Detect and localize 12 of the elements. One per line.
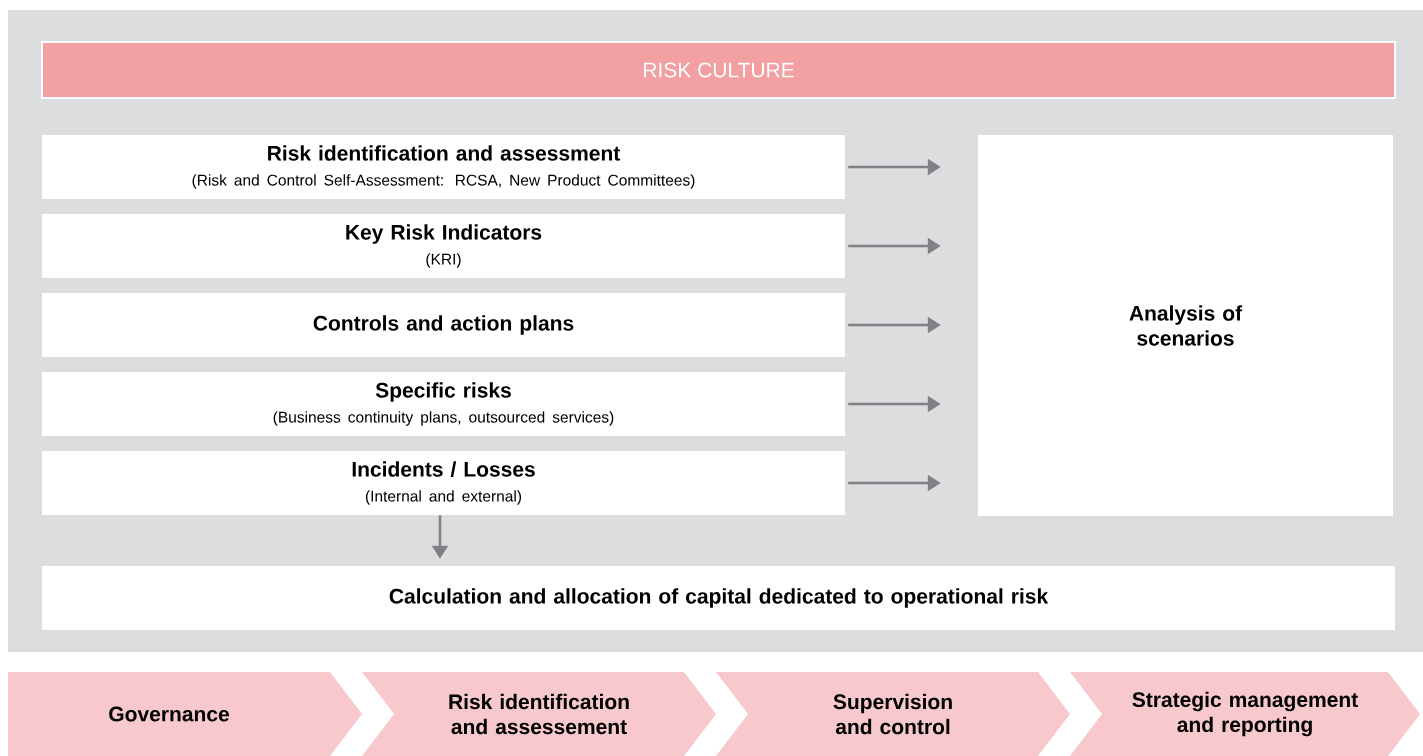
banner: RISK CULTURE xyxy=(41,41,1396,99)
process-box: Incidents / Losses (Internal and external) xyxy=(42,451,845,515)
process-step: Supervision and control xyxy=(716,672,1070,756)
process-step: Governance xyxy=(8,672,362,756)
process-box: Risk identification and assessment (Risk and Control Self-Assessment: RCSA, New Product Committees) xyxy=(42,135,845,199)
process-box: Analysis of scenarios xyxy=(978,135,1393,516)
process-box: Calculation and allocation of capital dedicated to operational risk xyxy=(42,566,1395,630)
process-step: Risk identification and assessement xyxy=(362,672,716,756)
process-step: Strategic management and reporting xyxy=(1070,672,1420,756)
process-box: Key Risk Indicators (KRI) xyxy=(42,214,845,278)
process-box: Controls and action plans xyxy=(42,293,845,357)
process-box: Specific risks (Business continuity plans, outsourced services) xyxy=(42,372,845,436)
